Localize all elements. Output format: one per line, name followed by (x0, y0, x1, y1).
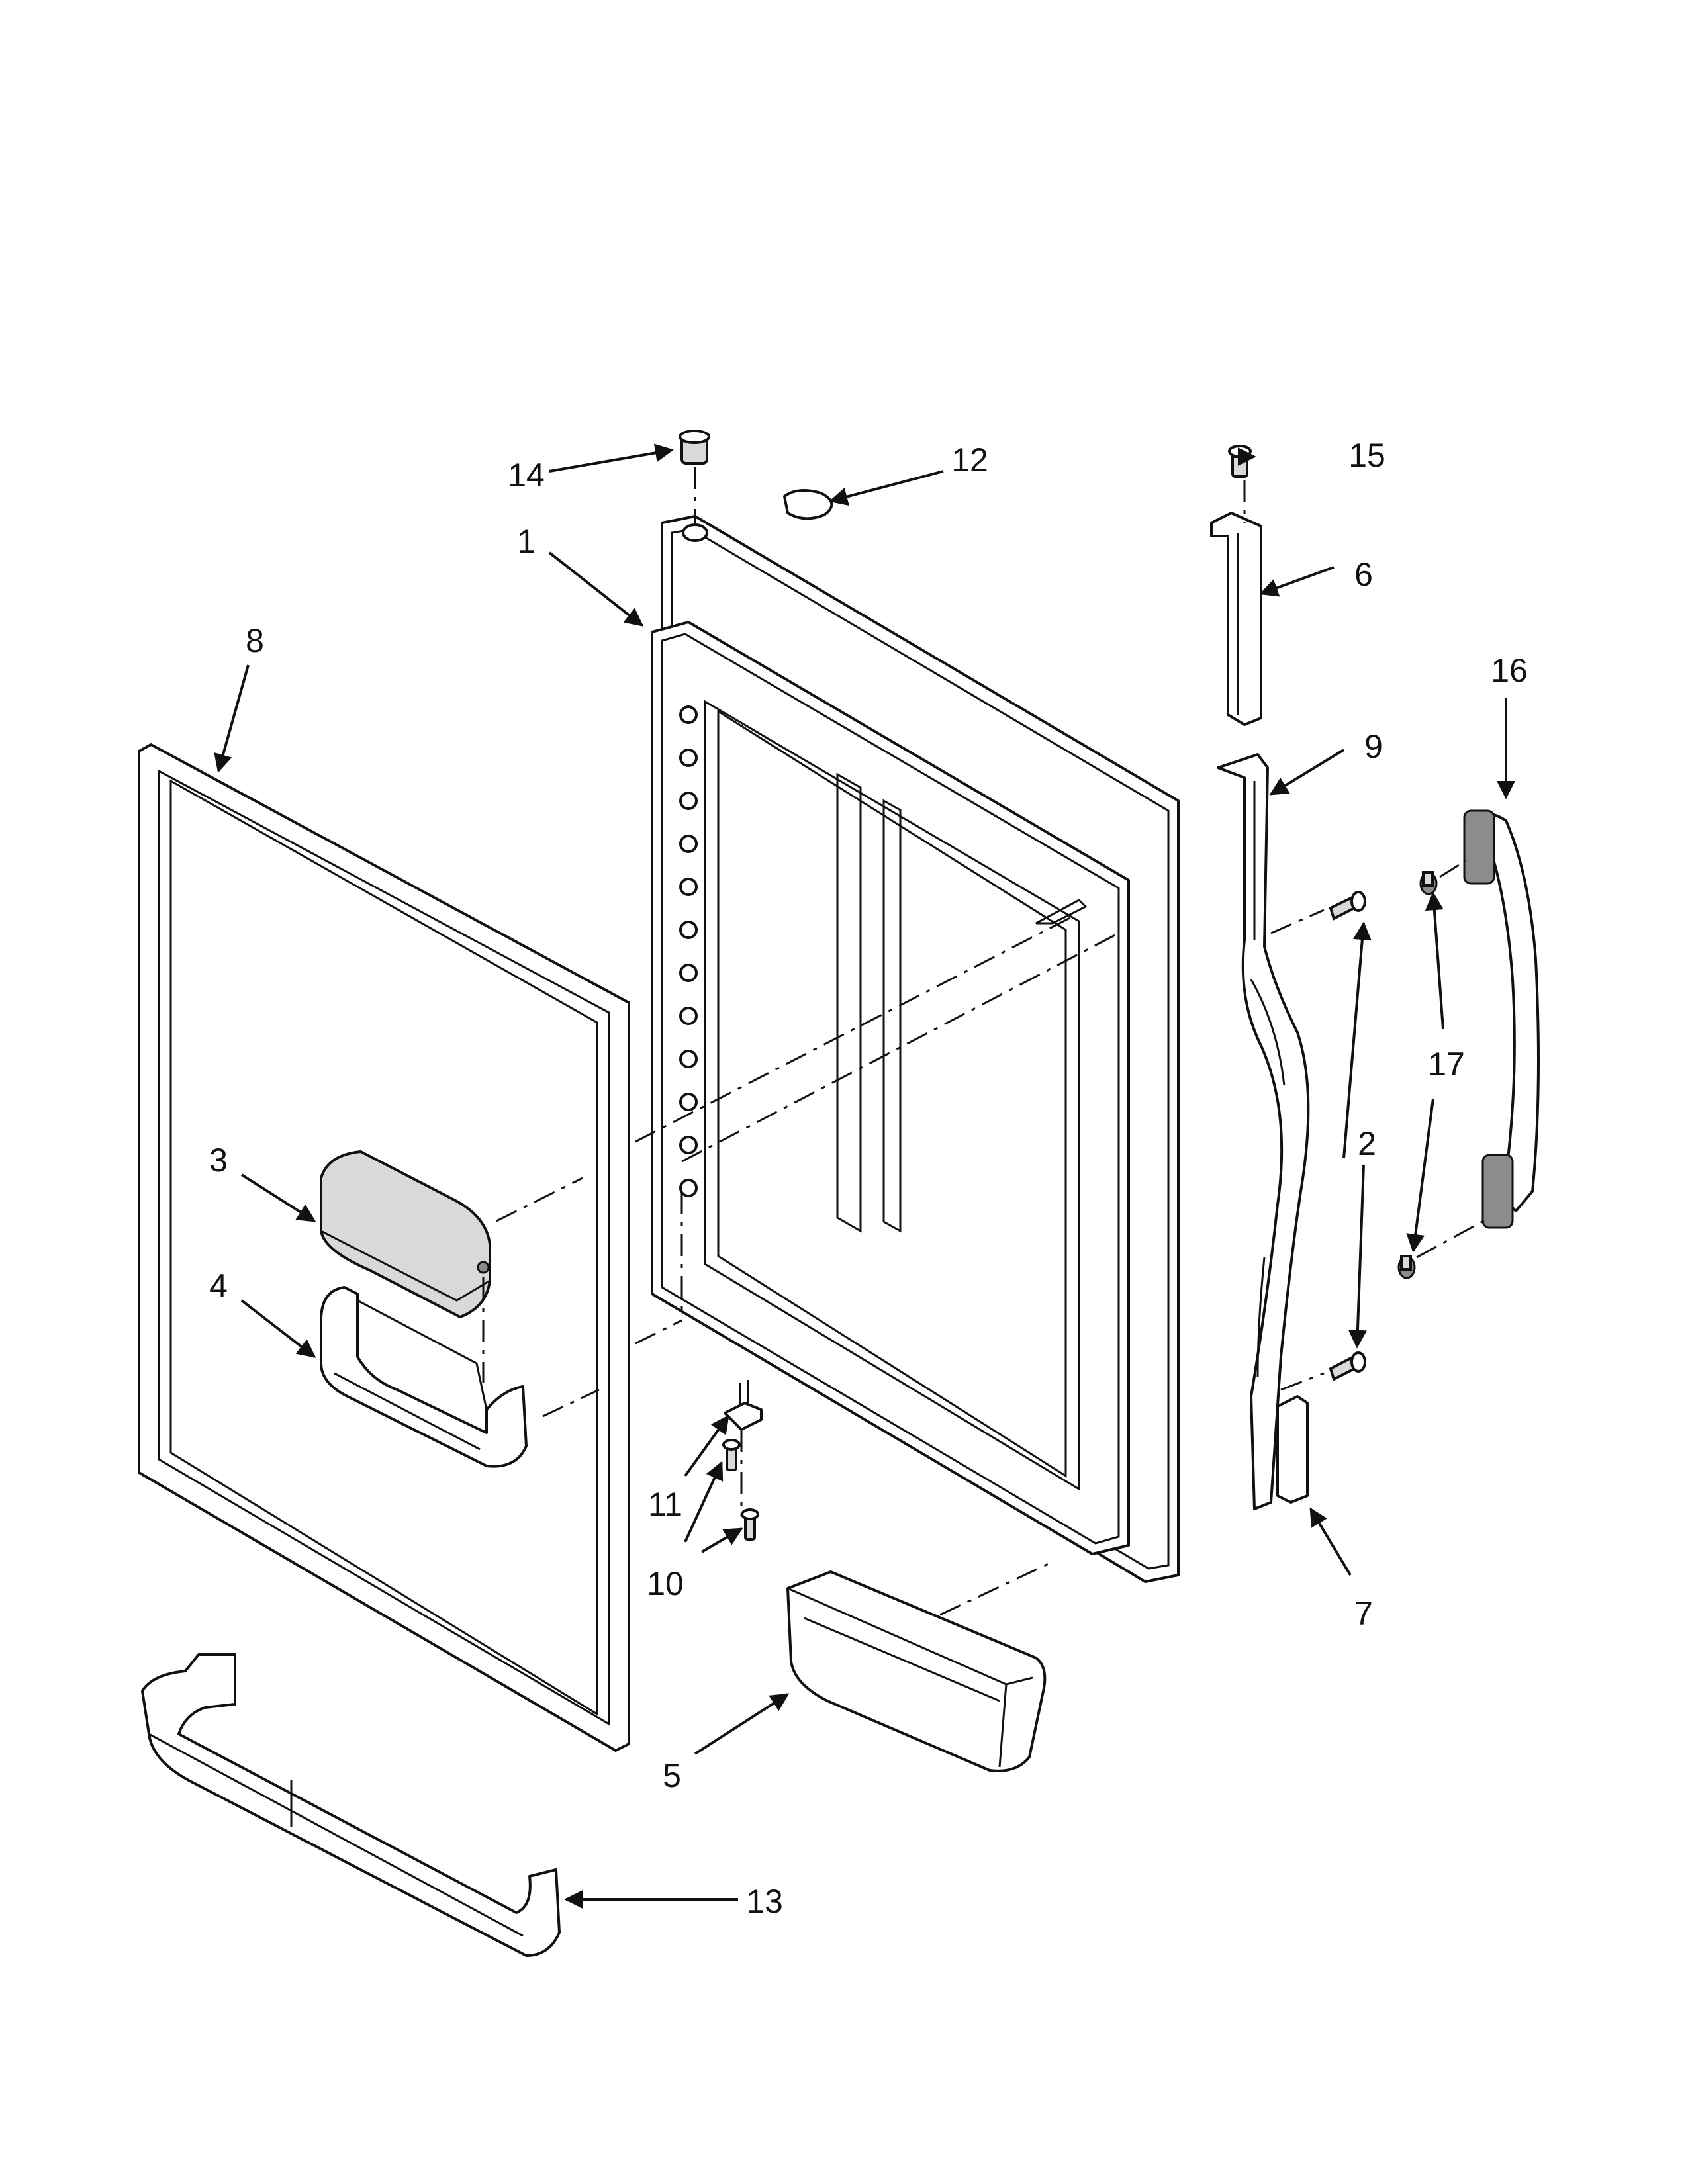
callout-1: 1 (517, 523, 536, 560)
door-frame-dimples (679, 705, 698, 1197)
callout-labels: 1 2 3 4 5 6 7 8 9 10 11 12 13 14 15 16 1… (209, 437, 1528, 1920)
dispenser-tray (320, 1286, 528, 1468)
leader-lines (214, 443, 1515, 1909)
hinge-bushing (679, 430, 710, 465)
hinge-screw (1228, 445, 1252, 478)
bin-screw-upper (722, 1439, 741, 1471)
callout-7: 7 (1354, 1595, 1373, 1632)
callout-5: 5 (663, 1757, 681, 1794)
handle-stud-upper (1419, 871, 1438, 895)
upper-handle-bracket (1210, 512, 1262, 726)
door-handle (1463, 809, 1540, 1229)
handle-screw-lower (1329, 1351, 1366, 1381)
callout-6: 6 (1354, 556, 1373, 593)
lower-handle-bracket (1276, 1395, 1309, 1504)
bin-screw-lower (741, 1508, 759, 1541)
callout-12: 12 (951, 441, 988, 478)
callout-16: 16 (1491, 652, 1528, 689)
callout-3: 3 (209, 1142, 228, 1179)
hinge-hole (682, 523, 708, 542)
callout-15: 15 (1348, 437, 1385, 474)
handle-screw-upper (1329, 891, 1366, 921)
dispenser-cover (320, 1150, 491, 1319)
handle-trim-strip (1217, 753, 1310, 1510)
hole-plug (783, 489, 833, 520)
door-bin (786, 1570, 1047, 1772)
callout-8: 8 (246, 622, 264, 659)
callout-4: 4 (209, 1267, 228, 1304)
bin-clip (724, 1380, 763, 1431)
callout-10: 10 (647, 1565, 684, 1602)
callout-9: 9 (1364, 728, 1383, 765)
callout-17: 17 (1428, 1046, 1465, 1083)
door-frame (651, 515, 1180, 1583)
callout-13: 13 (746, 1883, 783, 1920)
callout-11: 11 (648, 1486, 682, 1523)
handle-stud-lower (1397, 1255, 1416, 1279)
alignment-lines (482, 467, 1490, 1616)
callout-14: 14 (508, 457, 545, 494)
callout-2: 2 (1358, 1125, 1376, 1162)
lower-door-bin (141, 1653, 561, 1957)
